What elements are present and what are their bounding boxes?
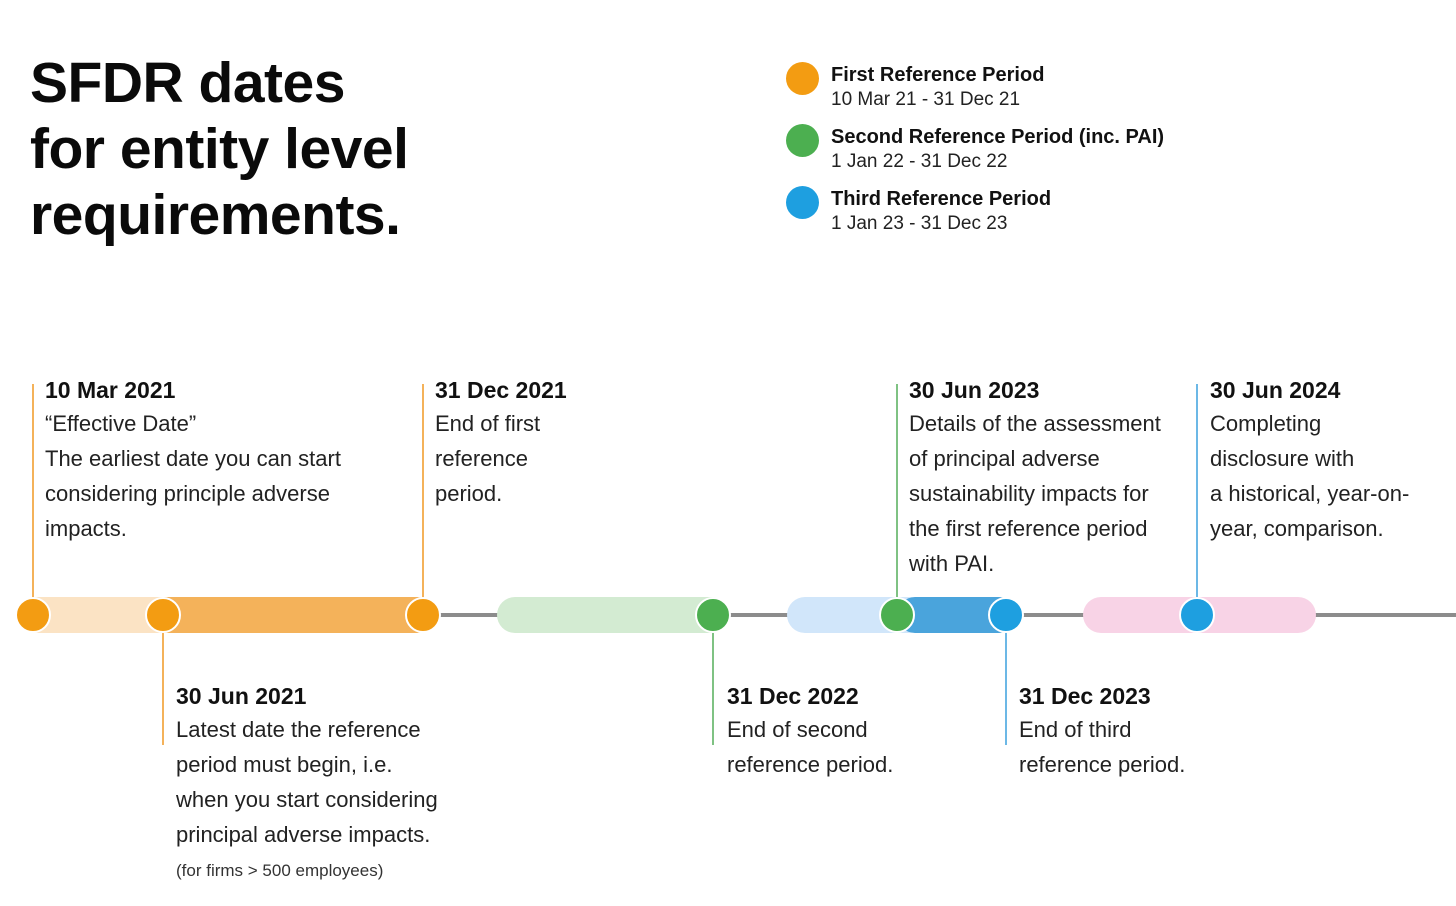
event-line: End of first [435, 411, 541, 436]
legend-name: Second Reference Period (inc. PAI) [831, 126, 1165, 148]
event-31-dec-2022: 31 Dec 2022 End of second reference peri… [727, 680, 893, 782]
event-30-jun-2021: 30 Jun 2021 Latest date the reference pe… [176, 680, 438, 884]
title-line: for entity level [30, 117, 409, 181]
event-line: with PAI. [909, 551, 995, 576]
event-date: 31 Dec 2022 [727, 683, 859, 709]
event-line: reference [435, 446, 528, 471]
event-description: Completing disclosure with a historical,… [1210, 406, 1409, 546]
event-date: 30 Jun 2024 [1210, 377, 1341, 403]
event-line: the first reference period [909, 516, 1148, 541]
title-line: requirements. [30, 183, 401, 247]
event-line: End of second [727, 717, 868, 742]
event-description: End of first reference period. [435, 406, 567, 511]
event-description: End of third reference period. [1019, 712, 1185, 782]
green-dot-icon [786, 124, 819, 157]
event-line: Details of the assessment [909, 411, 1161, 436]
legend-name: Third Reference Period [831, 188, 1052, 210]
event-line: when you start considering [176, 787, 438, 812]
event-description: Details of the assessment of principal a… [909, 406, 1161, 581]
period-bar-second [497, 597, 730, 633]
event-10-mar-2021: 10 Mar 2021 “Effective Date” The earlies… [45, 374, 341, 546]
event-line: period must begin, i.e. [176, 752, 393, 777]
event-date: 30 Jun 2023 [909, 377, 1040, 403]
page-title: SFDR dates for entity level requirements… [30, 50, 409, 248]
event-date: 10 Mar 2021 [45, 377, 176, 403]
milestone-dot-30-jun-2024 [1179, 597, 1215, 633]
event-line: of principal adverse [909, 446, 1100, 471]
event-description: Latest date the reference period must be… [176, 712, 438, 852]
event-description: End of second reference period. [727, 712, 893, 782]
event-line: sustainability impacts for [909, 481, 1149, 506]
event-30-jun-2024: 30 Jun 2024 Completing disclosure with a… [1210, 374, 1409, 546]
event-31-dec-2021: 31 Dec 2021 End of first reference perio… [435, 374, 567, 511]
event-line: impacts. [45, 516, 127, 541]
event-line: End of third [1019, 717, 1132, 742]
event-line: Completing [1210, 411, 1322, 436]
event-date: 31 Dec 2021 [435, 377, 567, 403]
period-bar-first [150, 597, 435, 633]
event-footnote: (for firms > 500 employees) [176, 861, 384, 880]
legend-range: 1 Jan 23 - 31 Dec 23 [831, 213, 1008, 234]
event-line: period. [435, 481, 503, 506]
event-31-dec-2023: 31 Dec 2023 End of third reference perio… [1019, 680, 1185, 782]
event-line: The earliest date you can start [45, 446, 341, 471]
event-description: “Effective Date” The earliest date you c… [45, 406, 341, 546]
milestone-dot-10-mar-2021 [15, 597, 51, 633]
event-line: year, comparison. [1210, 516, 1384, 541]
milestone-dot-31-dec-2022 [695, 597, 731, 633]
event-30-jun-2023: 30 Jun 2023 Details of the assessment of… [909, 374, 1161, 581]
legend-name: First Reference Period [831, 64, 1045, 86]
event-line: disclosure with [1210, 446, 1355, 471]
legend-range: 1 Jan 22 - 31 Dec 22 [831, 151, 1008, 172]
milestone-dot-31-dec-2023 [988, 597, 1024, 633]
event-line: reference period. [727, 752, 894, 777]
event-line: a historical, year-on- [1210, 481, 1410, 506]
event-date: 30 Jun 2021 [176, 683, 307, 709]
event-date: 31 Dec 2023 [1019, 683, 1151, 709]
event-line: “Effective Date” [45, 411, 197, 436]
orange-dot-icon [786, 62, 819, 95]
milestone-dot-30-jun-2023 [879, 597, 915, 633]
event-line: Latest date the reference [176, 717, 421, 742]
period-bar-third [897, 597, 1017, 633]
title-line: SFDR dates [30, 51, 345, 115]
milestone-dot-31-dec-2021 [405, 597, 441, 633]
event-line: principal adverse impacts. [176, 822, 431, 847]
legend: First Reference Period 10 Mar 21 - 31 De… [786, 62, 1164, 248]
legend-item-third: Third Reference Period 1 Jan 23 - 31 Dec… [786, 186, 1164, 248]
event-line: reference period. [1019, 752, 1186, 777]
legend-item-second: Second Reference Period (inc. PAI) 1 Jan… [786, 124, 1164, 186]
blue-dot-icon [786, 186, 819, 219]
event-line: considering principle adverse [45, 481, 330, 506]
legend-item-first: First Reference Period 10 Mar 21 - 31 De… [786, 62, 1164, 124]
legend-range: 10 Mar 21 - 31 Dec 21 [831, 89, 1021, 110]
milestone-dot-30-jun-2021 [145, 597, 181, 633]
